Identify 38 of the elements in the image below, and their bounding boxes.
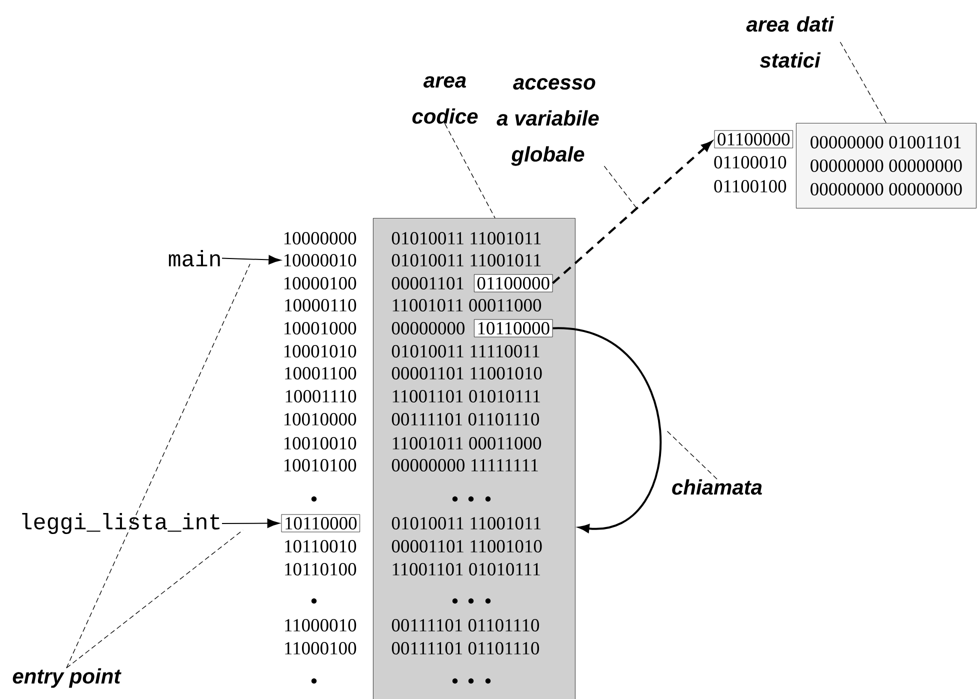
boxed-address: 10110000 <box>474 319 553 338</box>
address: 10001110 <box>286 390 356 402</box>
annotation-text: accesso a variabile globale <box>496 78 599 166</box>
address: 10001000 <box>284 322 356 334</box>
leader-line <box>66 530 244 668</box>
annotation-text: area codice <box>412 76 478 124</box>
annotation-text: area dati statici <box>746 16 834 68</box>
address: 10000110 <box>285 299 356 312</box>
address: 10000010 <box>284 254 356 266</box>
arrow <box>222 518 280 528</box>
annotation-text: entry point <box>12 668 122 688</box>
address: 01100010 <box>714 156 786 168</box>
address: 10000000 <box>284 232 356 244</box>
leader-line <box>604 166 638 210</box>
address: 10010100 <box>284 459 356 472</box>
address: 10000100 <box>284 277 356 290</box>
leader-line <box>444 124 496 218</box>
leader-line <box>66 264 250 668</box>
address: 10001100 <box>285 367 356 380</box>
curved-arrow <box>552 327 662 533</box>
address: 11000100 <box>285 642 356 654</box>
boxed-address: 01100000 <box>714 130 793 148</box>
arrow <box>552 141 712 284</box>
leader-line <box>840 42 887 124</box>
annotation-text: chiamata <box>672 479 762 495</box>
address: 10001010 <box>284 345 356 358</box>
data-area-box: 00000000 01001101 00000000 00000000 00000000 00000000 <box>796 123 976 208</box>
address: 11000010 <box>285 619 356 632</box>
arrow <box>222 255 281 264</box>
boxed-address: 10110000 <box>281 514 360 532</box>
function-name: main <box>168 250 220 267</box>
address: 10010010 <box>284 437 356 450</box>
address: 10110100 <box>285 563 356 576</box>
leader-line <box>666 430 718 480</box>
function-name: leggi_lista_int <box>22 513 220 534</box>
boxed-address: 01100000 <box>474 274 553 292</box>
address: 10010000 <box>284 413 356 426</box>
address: 01100100 <box>714 180 786 192</box>
